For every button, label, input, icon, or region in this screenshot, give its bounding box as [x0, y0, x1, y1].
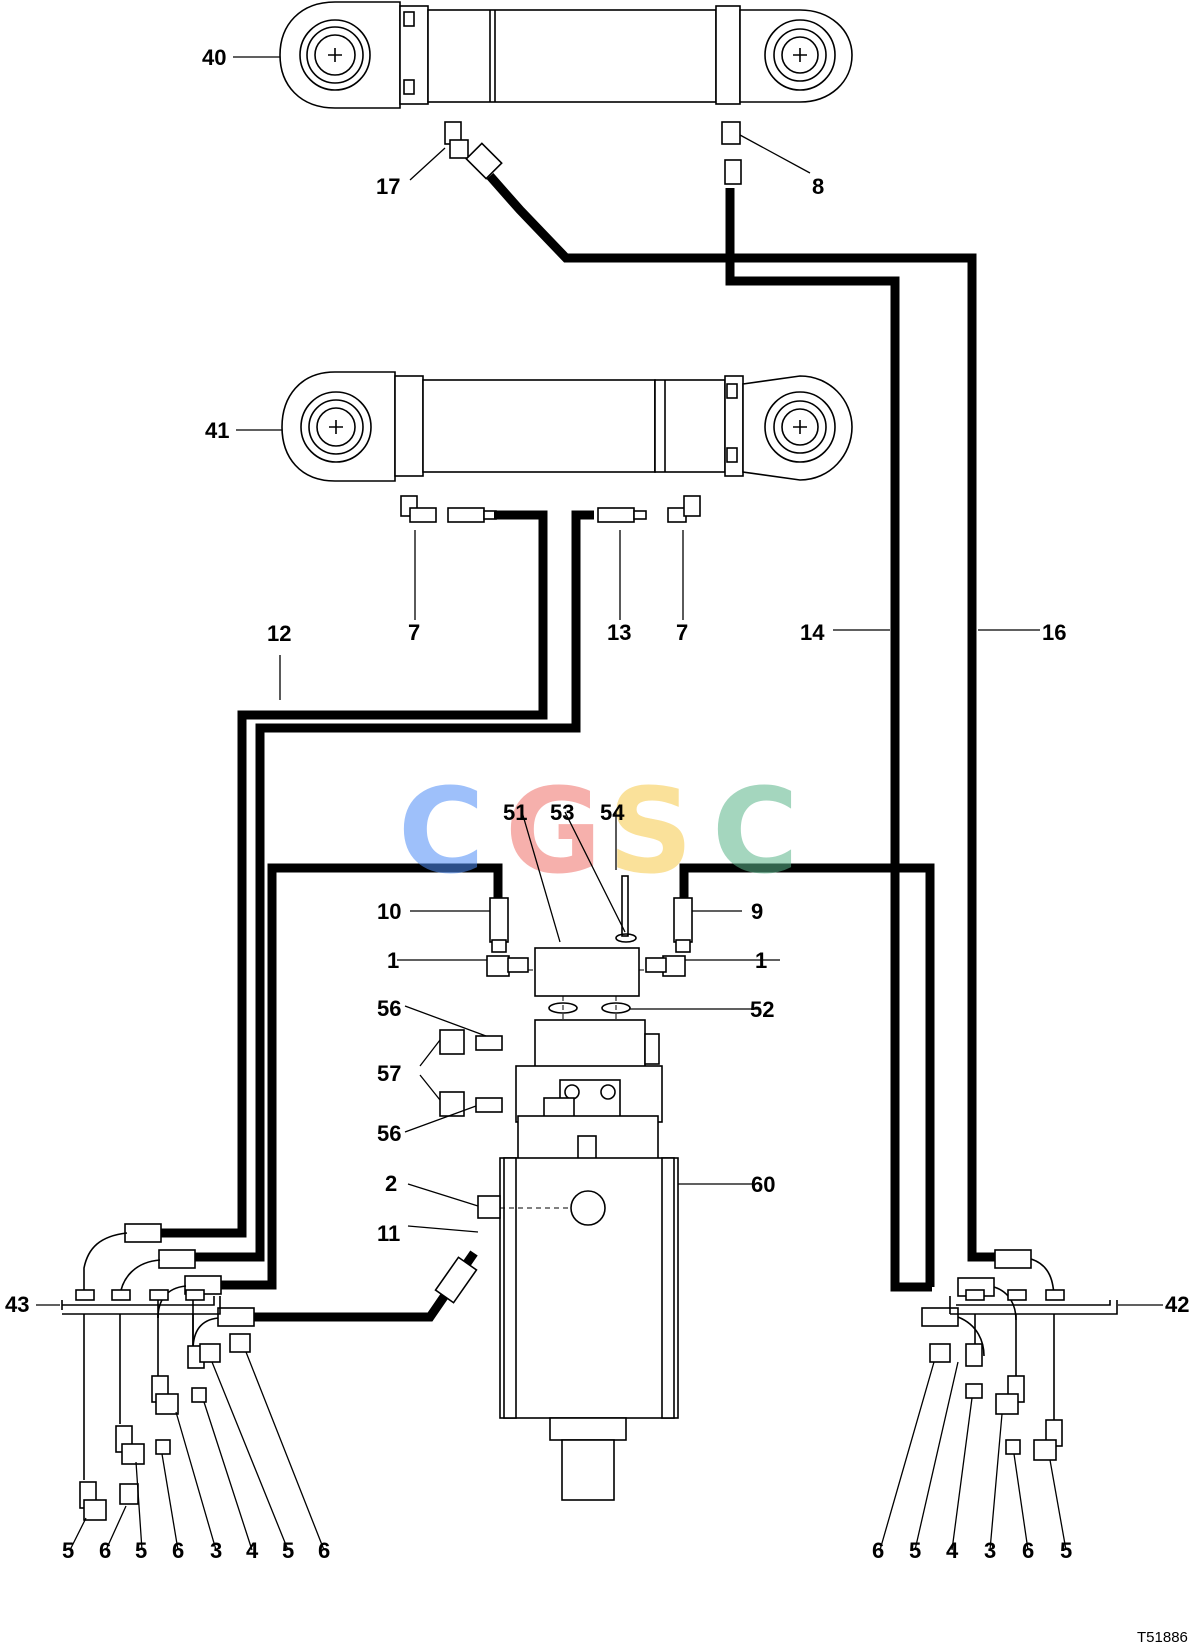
- callout-17: 17: [376, 174, 400, 199]
- callout-57: 57: [377, 1061, 401, 1086]
- bottom-right-labels: 6 5 4 3 6 5: [872, 1538, 1072, 1563]
- watermark-letter-4: C: [712, 762, 799, 900]
- callout-51: 51: [503, 800, 527, 825]
- bottom-right-label: 5: [1060, 1538, 1072, 1563]
- hoses: [160, 173, 1000, 1322]
- bottom-left-label: 6: [318, 1538, 330, 1563]
- callout-54: 54: [600, 800, 625, 825]
- watermark-letter-3: S: [608, 762, 693, 900]
- callout-7-right: 7: [676, 620, 688, 645]
- callout-11: 11: [377, 1221, 400, 1246]
- manifold-42-rail: [949, 1296, 1118, 1315]
- lower-fittings: [400, 495, 701, 523]
- callouts: 40 17 8 41 7 13 7 14 16 12 51 53 54 10 9…: [5, 45, 1189, 1317]
- bottom-left-label: 6: [99, 1538, 111, 1563]
- callout-60: 60: [751, 1172, 775, 1197]
- callout-42: 42: [1165, 1292, 1189, 1317]
- callout-1-right: 1: [755, 948, 767, 973]
- watermark-letter-2: G: [505, 762, 602, 900]
- callout-12: 12: [267, 621, 291, 646]
- callout-8: 8: [812, 174, 824, 199]
- callout-14: 14: [800, 620, 825, 645]
- callout-43: 43: [5, 1292, 29, 1317]
- callout-53: 53: [550, 800, 574, 825]
- callout-13: 13: [607, 620, 631, 645]
- bottom-right-label: 6: [1022, 1538, 1034, 1563]
- valve-assembly: [439, 875, 686, 1501]
- bottom-right-label: 5: [909, 1538, 921, 1563]
- callout-41: 41: [205, 418, 229, 443]
- upper-cylinder: [279, 1, 853, 109]
- lower-cylinder: [281, 371, 853, 482]
- bottom-left-label: 5: [135, 1538, 147, 1563]
- right-tubes: [929, 1289, 1065, 1461]
- bottom-right-label: 4: [946, 1538, 959, 1563]
- bottom-left-label: 5: [282, 1538, 294, 1563]
- watermark-letter-1: C: [398, 762, 485, 900]
- manifold-43-rail: [61, 1296, 221, 1315]
- leaders: [69, 56, 1067, 1551]
- bottom-left-label: 5: [62, 1538, 74, 1563]
- bottom-left-label: 6: [172, 1538, 184, 1563]
- callout-7-left: 7: [408, 620, 420, 645]
- callout-1-left: 1: [387, 948, 399, 973]
- callout-52: 52: [750, 997, 774, 1022]
- bottom-left-label: 3: [210, 1538, 222, 1563]
- bottom-left-labels: 5 6 5 6 3 4 5 6: [62, 1538, 330, 1563]
- callout-56-bottom: 56: [377, 1121, 401, 1146]
- callout-56-top: 56: [377, 996, 401, 1021]
- left-tubes: [75, 1282, 251, 1521]
- callout-9: 9: [751, 899, 763, 924]
- callout-40: 40: [202, 45, 226, 70]
- callout-10: 10: [377, 899, 401, 924]
- bottom-right-label: 3: [984, 1538, 996, 1563]
- figure-id: T51886: [1137, 1629, 1188, 1646]
- bottom-left-label: 4: [246, 1538, 259, 1563]
- upper-fittings: [444, 121, 742, 185]
- watermark: C G S C: [398, 762, 799, 900]
- bottom-right-label: 6: [872, 1538, 884, 1563]
- callout-16: 16: [1042, 620, 1066, 645]
- callout-2: 2: [385, 1171, 397, 1196]
